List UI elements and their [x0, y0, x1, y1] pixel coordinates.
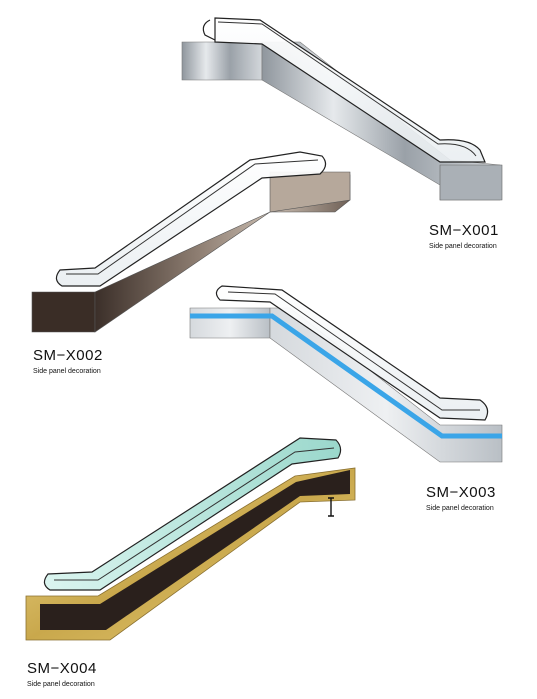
caption-sm-x003: SM−X003 Side panel decoration [426, 484, 496, 512]
model-description: Side panel decoration [33, 368, 101, 375]
caption-sm-x001: SM−X001 Side panel decoration [429, 222, 499, 250]
model-description: Side panel decoration [429, 243, 497, 250]
text-cursor-icon [328, 497, 334, 517]
model-code: SM−X004 [27, 660, 97, 677]
caption-sm-x004: SM−X004 Side panel decoration [27, 660, 97, 688]
model-code: SM−X003 [426, 484, 496, 501]
model-description: Side panel decoration [27, 681, 95, 688]
caption-sm-x002: SM−X002 Side panel decoration [33, 347, 103, 375]
model-description: Side panel decoration [426, 505, 494, 512]
model-code: SM−X001 [429, 222, 499, 239]
model-code: SM−X002 [33, 347, 103, 364]
